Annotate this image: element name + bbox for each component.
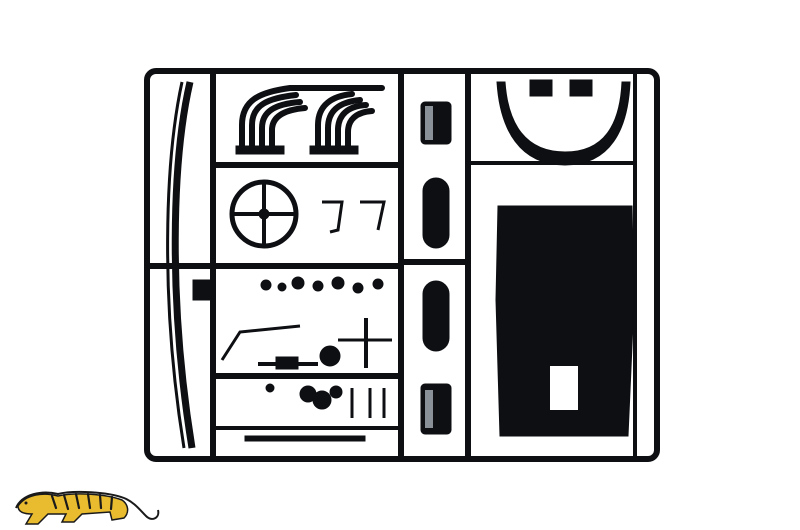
sprue-parts	[166, 79, 635, 449]
tiger-icon	[15, 490, 160, 525]
sprue-frame	[144, 68, 660, 462]
